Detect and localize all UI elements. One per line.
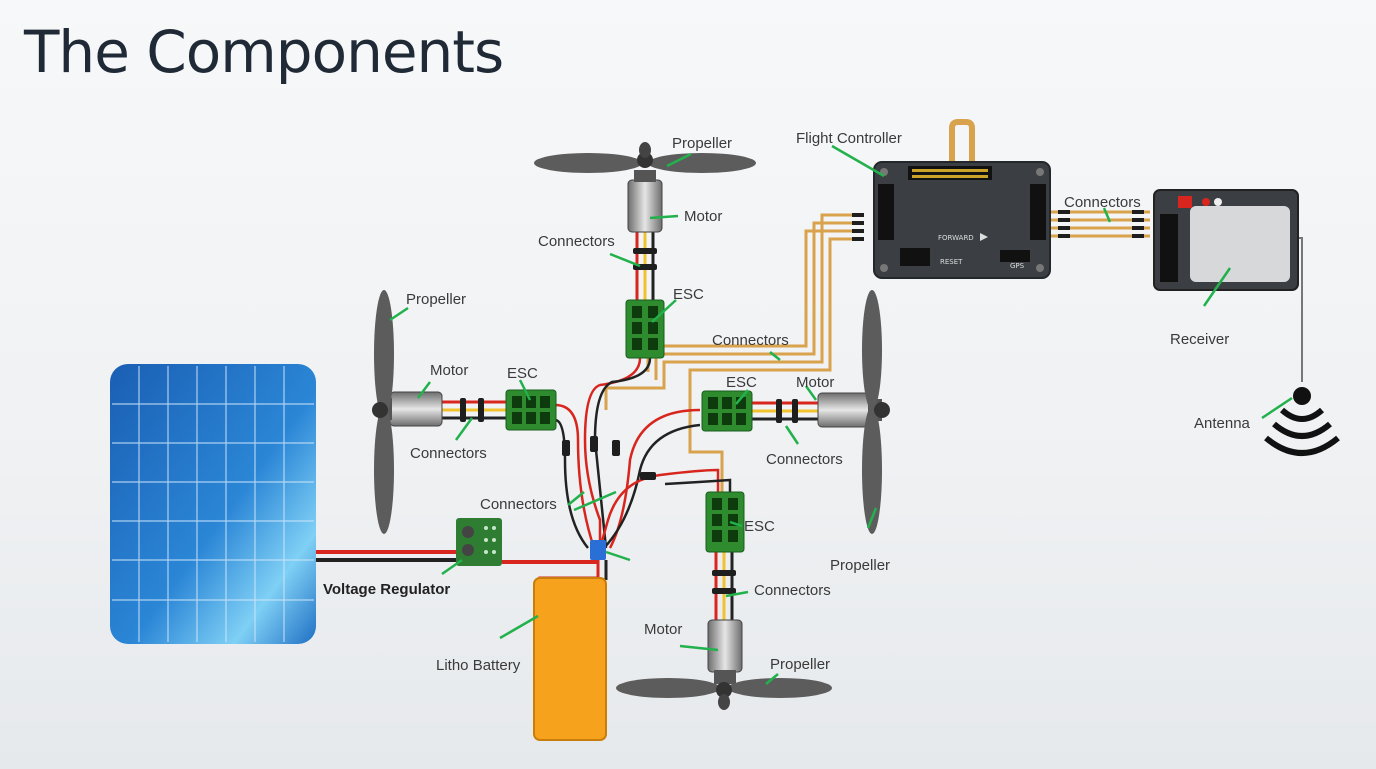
propeller-right — [862, 290, 890, 534]
label-esc-left: ESC — [507, 365, 538, 382]
label-voltage-regulator: Voltage Regulator — [323, 581, 450, 598]
label-litho-battery: Litho Battery — [436, 657, 521, 674]
esc-bottom — [705, 491, 745, 553]
fc-gps-label: GPS — [1010, 262, 1025, 270]
label-motor-top: Motor — [684, 208, 722, 225]
label-propeller-top: Propeller — [672, 135, 732, 152]
label-connectors-right: Connectors — [766, 451, 843, 468]
fc-reset-label: RESET — [940, 258, 963, 266]
label-esc-right: ESC — [726, 374, 757, 391]
label-propeller-bottom: Propeller — [770, 656, 830, 673]
escs — [505, 299, 753, 553]
label-propeller-right: Propeller — [830, 557, 890, 574]
propellers — [372, 142, 890, 710]
label-receiver: Receiver — [1170, 331, 1229, 348]
motor-top — [627, 170, 663, 233]
receiver-unit — [1153, 189, 1299, 291]
esc-right — [701, 390, 753, 432]
propeller-top — [534, 142, 756, 173]
propeller-bottom — [616, 678, 832, 710]
label-connectors-fc-receiver: Connectors — [1064, 194, 1141, 211]
label-connectors-bottom: Connectors — [754, 582, 831, 599]
slide-title: The Components — [24, 18, 504, 86]
solar-panel — [110, 364, 316, 644]
voltage-regulator — [456, 518, 502, 566]
label-connectors-middle: Connectors — [712, 332, 789, 349]
propeller-left — [372, 290, 394, 534]
label-motor-left: Motor — [430, 362, 468, 379]
label-flight-controller: Flight Controller — [796, 130, 902, 147]
label-esc-top: ESC — [673, 286, 704, 303]
label-motor-right: Motor — [796, 374, 834, 391]
fc-forward-label: FORWARD — [938, 234, 974, 242]
litho-battery — [533, 540, 607, 741]
esc-top — [625, 299, 665, 359]
esc-left — [505, 389, 557, 431]
antenna-icon — [1264, 387, 1340, 456]
label-esc-bottom: ESC — [744, 518, 775, 535]
label-connectors-top: Connectors — [538, 233, 615, 250]
label-antenna: Antenna — [1194, 415, 1251, 432]
pointer-lines — [389, 144, 1293, 685]
label-propeller-left: Propeller — [406, 291, 466, 308]
label-motor-bottom: Motor — [644, 621, 682, 638]
component-labels: Propeller Motor Connectors ESC Flight Co… — [323, 130, 1251, 674]
label-connectors-center: Connectors — [480, 496, 557, 513]
flight-controller-board: FORWARD RESET GPS — [873, 161, 1051, 279]
connector-plugs — [460, 210, 1144, 594]
motor-bottom — [707, 619, 743, 684]
label-connectors-left: Connectors — [410, 445, 487, 462]
